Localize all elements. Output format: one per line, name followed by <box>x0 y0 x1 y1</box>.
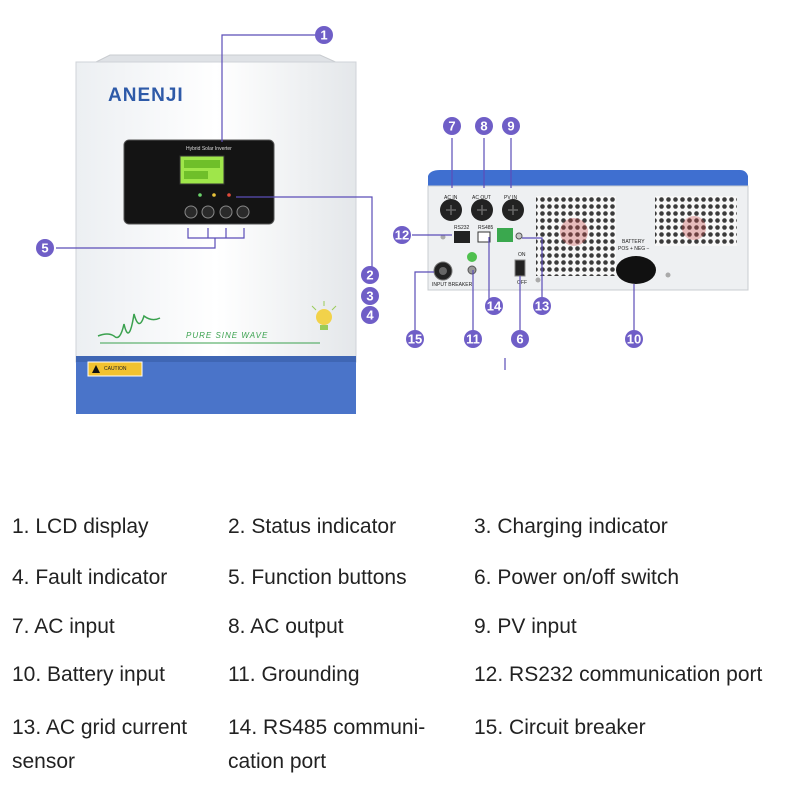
callout-7: 7 <box>443 117 461 135</box>
brand-logo: ANENJI <box>108 85 184 106</box>
svg-text:3: 3 <box>366 289 373 304</box>
switch-on-label: ON <box>518 252 526 258</box>
rs232-label: RS232 <box>454 225 470 231</box>
callout-11: 11 <box>464 330 482 348</box>
power-switch[interactable] <box>514 259 526 277</box>
svg-text:4: 4 <box>366 308 374 323</box>
callout-15: 15 <box>406 330 424 348</box>
svg-text:5: 5 <box>41 241 48 256</box>
legend-item-10: 10. Battery input <box>12 663 165 686</box>
svg-text:14: 14 <box>487 299 502 314</box>
callout-6: 6 <box>511 330 529 348</box>
ground-terminal <box>467 265 477 275</box>
legend-item-5: 5. Function buttons <box>228 566 407 589</box>
rear-ports: AC IN AC OUT PV IN <box>440 195 524 221</box>
legend-item-9: 9. PV input <box>474 615 577 638</box>
component-legend: 1. LCD display 2. Status indicator 3. Ch… <box>0 500 800 800</box>
callout-2: 2 <box>361 266 379 284</box>
legend-item-3: 3. Charging indicator <box>474 515 668 538</box>
battery-label: BATTERY <box>622 239 645 245</box>
port-label-ac-in: AC IN <box>444 195 458 201</box>
battery-input-port <box>616 256 656 284</box>
svg-text:9: 9 <box>507 119 514 134</box>
callout-1: 1 <box>315 26 333 44</box>
callout-8: 8 <box>475 117 493 135</box>
svg-text:2: 2 <box>366 268 373 283</box>
rs485-port <box>477 231 491 243</box>
front-unit: CAUTION ANENJI Hybrid Solar Inverter PUR… <box>75 54 357 414</box>
callout-14: 14 <box>485 297 503 315</box>
legend-item-7: 7. AC input <box>12 615 115 638</box>
inverter-diagram: CAUTION ANENJI Hybrid Solar Inverter PUR… <box>36 26 749 414</box>
caution-text: CAUTION <box>104 366 127 372</box>
legend-item-14: 14. RS485 communi- cation port <box>228 716 426 773</box>
lightbulb-icon <box>311 301 337 330</box>
legend-item-4: 4. Fault indicator <box>12 566 168 589</box>
switch-off-label: OFF <box>517 280 527 286</box>
battery-polarity: POS + NEG − <box>618 246 649 252</box>
svg-text:6: 6 <box>516 332 523 347</box>
svg-text:8: 8 <box>480 119 487 134</box>
function-buttons[interactable] <box>184 205 250 219</box>
callout-13: 13 <box>533 297 551 315</box>
legend-item-13: 13. AC grid current sensor <box>12 716 188 773</box>
callout-4: 4 <box>361 306 379 324</box>
sine-wave-graphic <box>97 313 161 339</box>
rear-unit: AC IN AC OUT PV IN RS232 RS485 ON OFF IN <box>427 170 749 291</box>
svg-text:12: 12 <box>395 228 409 243</box>
callout-5: 5 <box>36 239 54 257</box>
svg-text:13: 13 <box>535 299 549 314</box>
sensor-terminal <box>497 228 513 242</box>
svg-text:1: 1 <box>320 28 327 43</box>
legend-item-8: 8. AC output <box>228 615 344 638</box>
callout-3: 3 <box>361 287 379 305</box>
legend-item-2: 2. Status indicator <box>228 515 397 538</box>
caution-sticker: CAUTION <box>87 361 143 377</box>
svg-text:7: 7 <box>448 119 455 134</box>
legend-item-12: 12. RS232 communication port <box>474 663 763 686</box>
breaker-label: INPUT BREAKER <box>432 282 473 288</box>
legend-item-15: 15. Circuit breaker <box>474 716 646 739</box>
fan-grille-right <box>655 196 737 246</box>
svg-text:11: 11 <box>466 332 480 347</box>
callout-12: 12 <box>393 226 411 244</box>
slogan: PURE SINE WAVE <box>186 331 268 340</box>
leader-lines <box>56 34 635 370</box>
callout-9: 9 <box>502 117 520 135</box>
port-label-ac-out: AC OUT <box>472 195 491 201</box>
legend-item-11: 11. Grounding <box>228 663 360 686</box>
port-label-pv-in: PV IN <box>504 195 517 201</box>
legend-item-6: 6. Power on/off switch <box>474 566 680 589</box>
lcd-header: Hybrid Solar Inverter <box>186 146 232 152</box>
status-leds <box>198 193 231 197</box>
rs232-port <box>454 231 470 243</box>
legend-item-1: 1. LCD display <box>12 515 149 538</box>
ground-indicator <box>467 252 477 262</box>
svg-text:15: 15 <box>408 332 422 347</box>
fan-grille-left <box>536 196 616 276</box>
rs485-label: RS485 <box>478 225 494 231</box>
svg-text:10: 10 <box>627 332 641 347</box>
callout-10: 10 <box>625 330 643 348</box>
callout-badges: 1 2 3 4 5 6 7 8 9 10 11 12 13 14 15 <box>36 26 643 348</box>
